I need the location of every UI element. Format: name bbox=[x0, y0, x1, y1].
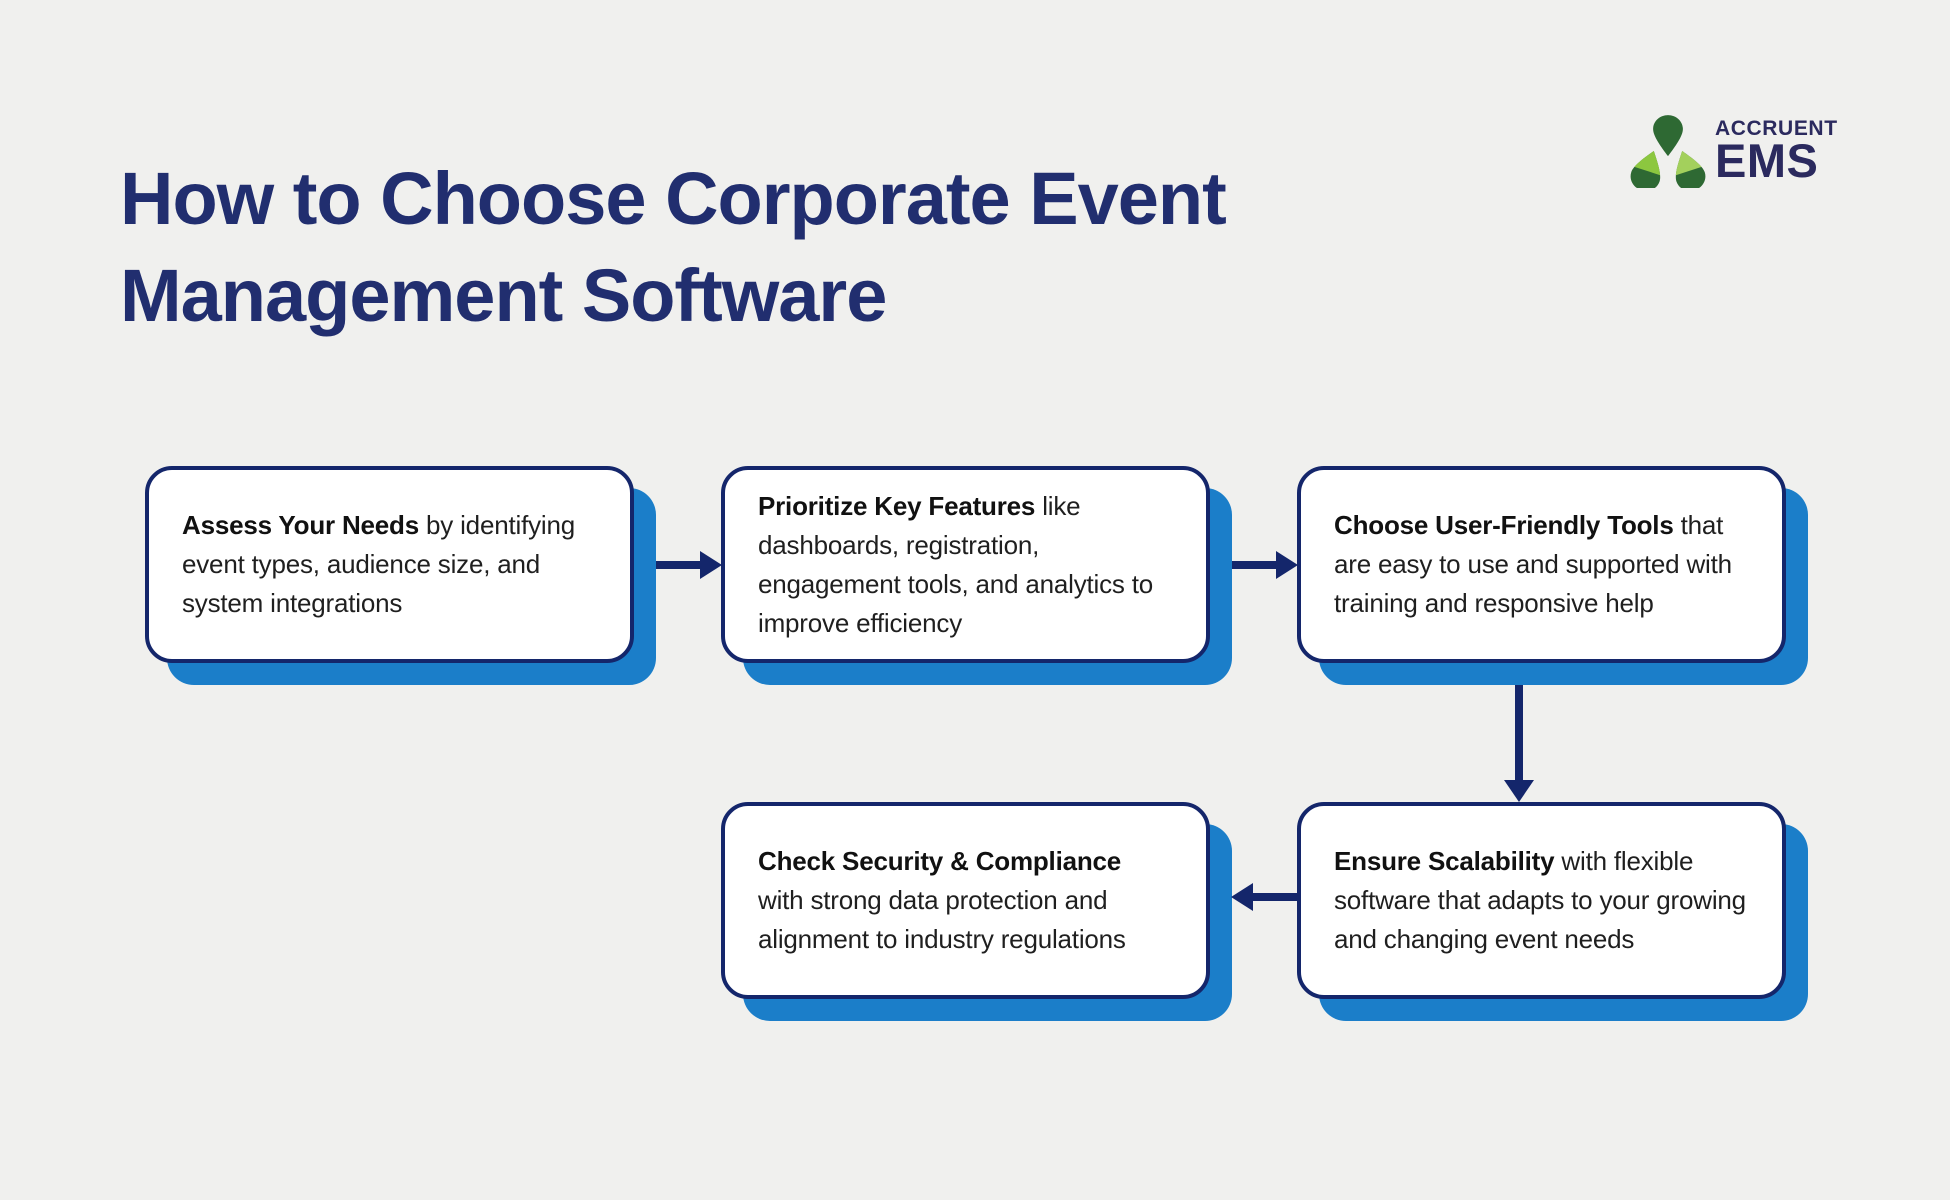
logo-wordmark: ACCRUENT EMS bbox=[1715, 112, 1838, 187]
step-rest: with strong data protection and alignmen… bbox=[758, 885, 1126, 954]
page-title: How to Choose Corporate Event Management… bbox=[120, 150, 1227, 344]
step-rest: like dashboards, registration, engagemen… bbox=[758, 490, 1154, 638]
step-lead: Choose User-Friendly Tools bbox=[1334, 510, 1674, 540]
step-card-choose-user-friendly-tools: Choose User-Friendly Tools that are easy… bbox=[1297, 466, 1786, 663]
step-card-check-security-compliance: Check Security & Compliance with strong … bbox=[721, 802, 1210, 999]
accruent-triangle-drops-icon bbox=[1630, 115, 1706, 188]
step-card-assess-your-needs: Assess Your Needs by identifying event t… bbox=[145, 466, 634, 663]
step-text: Choose User-Friendly Tools that are easy… bbox=[1334, 506, 1749, 623]
arrow-head-down-icon bbox=[1504, 780, 1534, 802]
step-lead: Ensure Scalability bbox=[1334, 846, 1555, 876]
page-title-line-2: Management Software bbox=[120, 254, 887, 337]
step-text: Assess Your Needs by identifying event t… bbox=[182, 506, 597, 623]
step-card-prioritize-key-features: Prioritize Key Features like dashboards,… bbox=[721, 466, 1210, 663]
arrow-stem bbox=[656, 561, 701, 569]
step-text: Ensure Scalability with flexible softwar… bbox=[1334, 842, 1749, 959]
step-lead: Check Security & Compliance bbox=[758, 846, 1122, 876]
arrow-stem bbox=[1232, 561, 1277, 569]
flow-arrow-step2-to-step3 bbox=[1232, 551, 1298, 579]
arrow-stem bbox=[1252, 893, 1297, 901]
flow-arrow-step4-to-step5 bbox=[1231, 883, 1297, 911]
step-lead: Prioritize Key Features bbox=[758, 490, 1036, 521]
step-rest: that are easy to use and supported with … bbox=[1334, 510, 1732, 618]
page-title-line-1: How to Choose Corporate Event bbox=[120, 157, 1227, 240]
step-lead: Assess Your Needs bbox=[182, 510, 419, 540]
arrow-head-right-icon bbox=[700, 551, 722, 579]
flow-arrow-step3-to-step4 bbox=[1504, 685, 1534, 802]
flow-arrow-step1-to-step2 bbox=[656, 551, 722, 579]
step-rest: by identifying event types, audience siz… bbox=[182, 510, 575, 618]
step-rest: with flexible software that adapts to yo… bbox=[1334, 846, 1746, 954]
logo-brand-text: ACCRUENT bbox=[1715, 117, 1838, 140]
arrow-stem bbox=[1515, 685, 1523, 781]
arrow-head-right-icon bbox=[1276, 551, 1298, 579]
step-card-ensure-scalability: Ensure Scalability with flexible softwar… bbox=[1297, 802, 1786, 999]
accruent-ems-logo: ACCRUENT EMS bbox=[1630, 112, 1838, 188]
step-text: Check Security & Compliance with strong … bbox=[758, 842, 1173, 959]
logo-product-text: EMS bbox=[1715, 134, 1819, 187]
arrow-head-left-icon bbox=[1231, 883, 1253, 911]
step-text: Prioritize Key Features like dashboards,… bbox=[758, 487, 1173, 643]
